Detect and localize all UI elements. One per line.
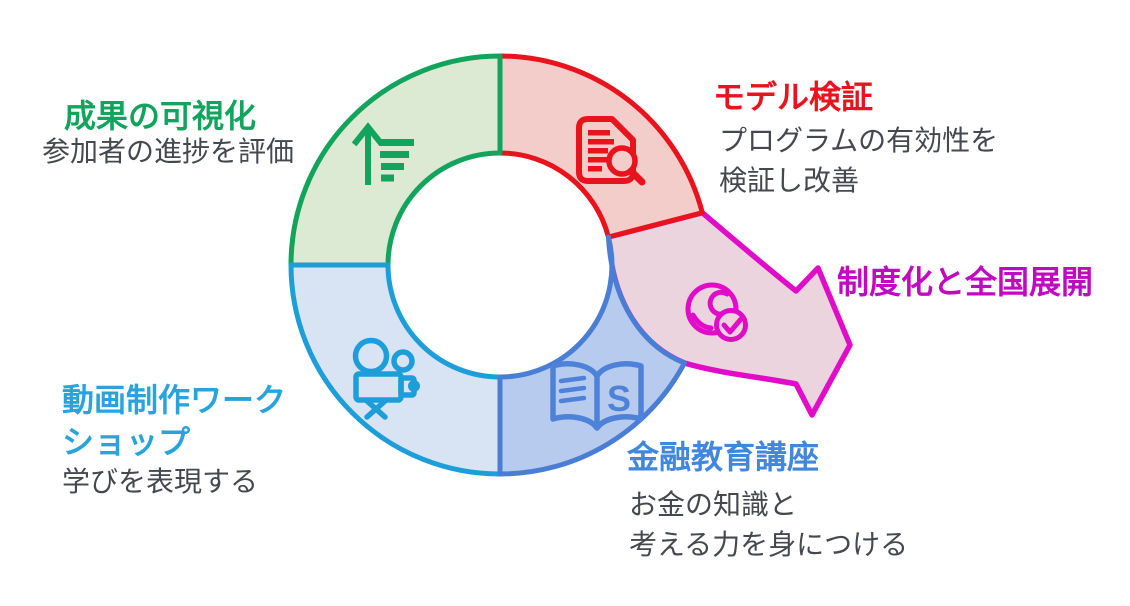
book-letter: S bbox=[607, 378, 631, 419]
expansion-label: 制度化と全国展開 bbox=[837, 264, 1094, 300]
model-title: モデル検証 bbox=[713, 79, 874, 115]
workshop-title-line1: 動画制作ワーク bbox=[62, 382, 287, 418]
document-search-icon bbox=[576, 116, 646, 186]
results-title: 成果の可視化 bbox=[64, 98, 257, 134]
segment-results-visualization bbox=[288, 53, 503, 268]
financial-description-line2: 考える力を身につける bbox=[629, 529, 909, 560]
model-description-line1: プログラムの有効性を bbox=[719, 125, 999, 156]
results-description: 参加者の進捗を評価 bbox=[42, 136, 295, 167]
globe-check-icon bbox=[685, 282, 748, 342]
segment-model-verification bbox=[497, 53, 705, 240]
workshop-description: 学びを表現する bbox=[62, 466, 259, 497]
financial-title: 金融教育講座 bbox=[627, 439, 820, 475]
model-description-line2: 検証し改善 bbox=[719, 165, 860, 196]
financial-description-line1: お金の知識と bbox=[629, 489, 798, 520]
workshop-title-line2: ショップ bbox=[62, 424, 191, 460]
video-camera-icon bbox=[352, 337, 420, 420]
donut-hole bbox=[390, 155, 610, 375]
trend-up-bars-icon bbox=[351, 122, 414, 185]
open-book-icon: S bbox=[550, 361, 644, 431]
